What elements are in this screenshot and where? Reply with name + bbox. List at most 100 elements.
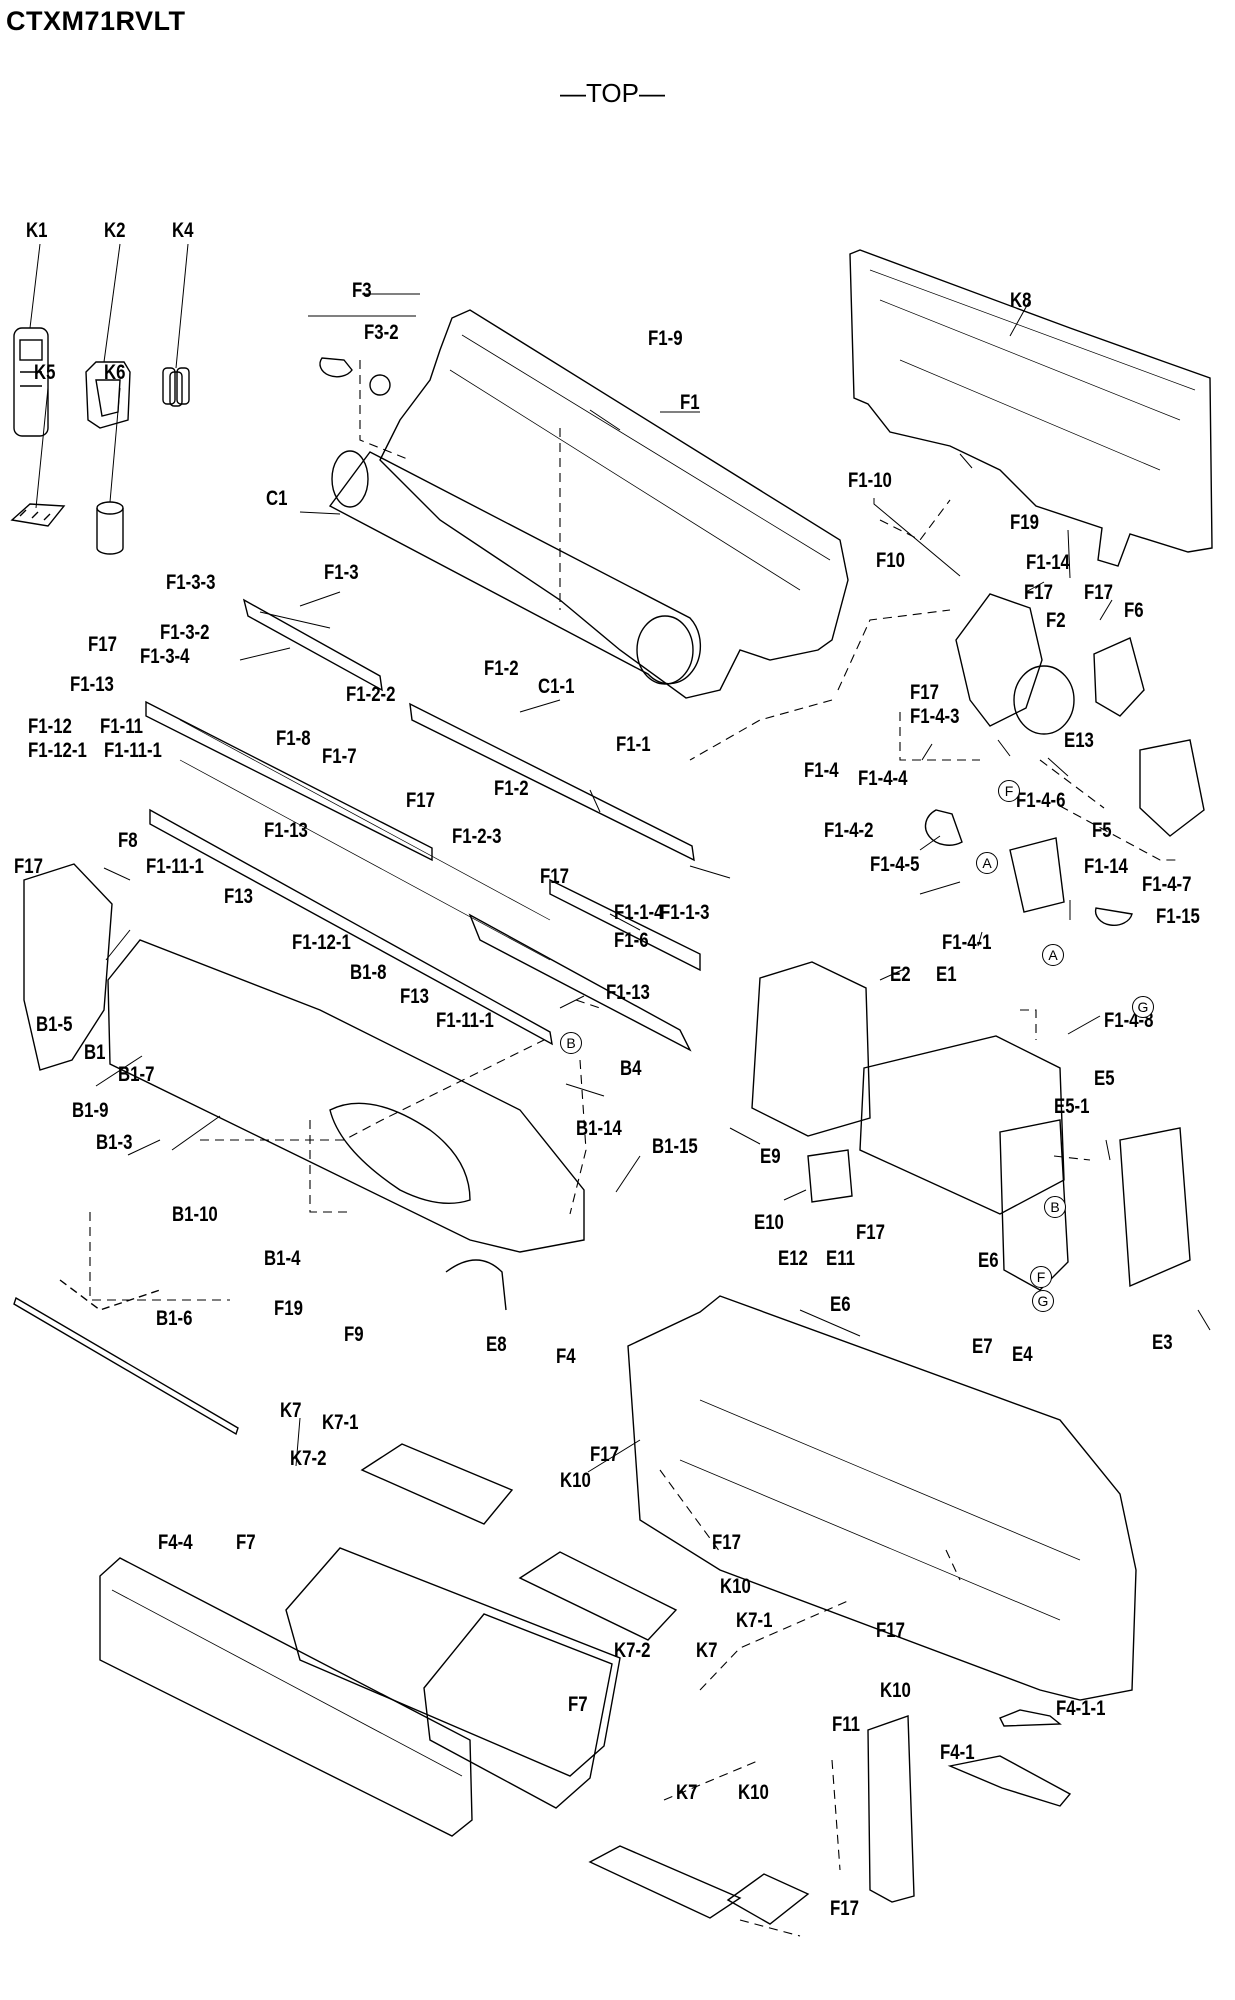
part-label-b4: B4	[620, 1057, 642, 1080]
front-grille-drawing	[627, 1295, 1137, 1701]
part-label-f6a: F6	[1124, 599, 1144, 622]
part-label-f1-3-4: F1-3-4	[140, 645, 190, 668]
part-label-f17f: F17	[540, 865, 569, 888]
part-label-f1-2-2: F1-2-2	[346, 683, 396, 706]
part-label-b1-7: B1-7	[118, 1063, 155, 1086]
connector-marker-b: B	[1044, 1196, 1066, 1218]
part-label-f17a: F17	[1024, 581, 1053, 604]
part-label-e6b: E6	[830, 1293, 851, 1316]
part-label-f17g: F17	[14, 855, 43, 878]
part-label-f1-14b: F1-14	[1084, 855, 1128, 878]
part-label-f1-7: F1-7	[322, 745, 357, 768]
part-label-f7b: F7	[568, 1693, 588, 1716]
part-label-f1-11-1c: F1-11-1	[436, 1009, 494, 1032]
part-label-f19b: F19	[274, 1297, 303, 1320]
part-label-e5: E5	[1094, 1067, 1115, 1090]
part-label-e5-1: E5-1	[1054, 1095, 1090, 1118]
part-label-f1-3: F1-3	[324, 561, 359, 584]
part-label-f17b: F17	[1084, 581, 1113, 604]
part-label-f1-4-6: F1-4-6	[1016, 789, 1066, 812]
part-label-e12: E12	[778, 1247, 808, 1270]
part-label-f17d: F17	[910, 681, 939, 704]
part-label-f1-2a: F1-2	[494, 777, 529, 800]
part-label-f8: F8	[118, 829, 138, 852]
part-label-b1-5: B1-5	[36, 1013, 73, 1036]
part-label-f1-4-1: F1-4-1	[942, 931, 992, 954]
part-label-f1-4-5: F1-4-5	[870, 853, 920, 876]
part-label-f1: F1	[680, 391, 700, 414]
part-label-e6a: E6	[978, 1249, 999, 1272]
part-label-f3: F3	[352, 279, 372, 302]
connector-marker-g: G	[1032, 1290, 1054, 1312]
part-label-f11: F11	[832, 1713, 861, 1736]
part-label-k7-1b: K7-1	[736, 1609, 773, 1632]
part-label-f17c: F17	[88, 633, 117, 656]
batteries-drawing	[162, 367, 190, 407]
part-label-f9: F9	[344, 1323, 364, 1346]
part-label-e8: E8	[486, 1333, 507, 1356]
connector-marker-b: B	[560, 1032, 582, 1054]
part-label-k10b: K10	[720, 1575, 751, 1598]
connector-marker-a: A	[1042, 944, 1064, 966]
callout-lines	[29, 243, 1211, 1473]
part-label-f1-12-1b: F1-12-1	[292, 931, 351, 954]
part-label-k2: K2	[104, 219, 126, 242]
part-label-f1-11-1a: F1-11-1	[104, 739, 162, 762]
part-label-b1-10: B1-10	[172, 1203, 218, 1226]
part-label-f1-11: F1-11	[100, 715, 143, 738]
connector-marker-f: F	[1030, 1266, 1052, 1288]
main-frame-drawing	[379, 309, 849, 699]
part-label-f1-1: F1-1	[616, 733, 651, 756]
part-label-f1-15: F1-15	[1156, 905, 1200, 928]
part-label-f1-4-3: F1-4-3	[910, 705, 960, 728]
front-panel-drawing	[99, 1557, 473, 1837]
part-label-f19a: F19	[1010, 511, 1039, 534]
part-label-f13a: F13	[224, 885, 253, 908]
part-label-f1-13c: F1-13	[606, 981, 650, 1004]
part-label-b1-15: B1-15	[652, 1135, 698, 1158]
part-label-k10a: K10	[560, 1469, 591, 1492]
part-label-k7-2a: K7-2	[290, 1447, 327, 1470]
part-label-f1-3-2: F1-3-2	[160, 621, 210, 644]
part-label-b1-14: B1-14	[576, 1117, 622, 1140]
part-label-f1-6: F1-6	[614, 929, 649, 952]
remote-controller-drawing	[13, 327, 49, 437]
part-label-f17e: F17	[406, 789, 435, 812]
part-label-f7a: F7	[236, 1531, 256, 1554]
part-label-f1-4-2: F1-4-2	[824, 819, 874, 842]
part-label-b1-3: B1-3	[96, 1131, 133, 1154]
part-label-e9: E9	[760, 1145, 781, 1168]
part-label-f1-14a: F1-14	[1026, 551, 1070, 574]
part-label-f3-2: F3-2	[364, 321, 399, 344]
cross-flow-fan-drawing	[328, 450, 702, 685]
part-label-e7: E7	[972, 1335, 993, 1358]
part-label-f1-4-4: F1-4-4	[858, 767, 908, 790]
part-label-k7c: K7	[676, 1781, 698, 1804]
part-label-f17k: F17	[876, 1619, 905, 1642]
part-label-e4: E4	[1012, 1343, 1033, 1366]
part-label-f1-12: F1-12	[28, 715, 72, 738]
part-label-k10d: K10	[738, 1781, 769, 1804]
connector-marker-a: A	[976, 852, 998, 874]
part-label-e10: E10	[754, 1211, 784, 1234]
part-label-f1-8: F1-8	[276, 727, 311, 750]
part-label-f1-4-7: F1-4-7	[1142, 873, 1192, 896]
part-label-k7-1a: K7-1	[322, 1411, 359, 1434]
part-label-f1-12-1a: F1-12-1	[28, 739, 87, 762]
part-label-f1-2: F1-2	[484, 657, 519, 680]
part-label-b1-6: B1-6	[156, 1307, 193, 1330]
part-label-f2: F2	[1046, 609, 1066, 632]
part-label-f1-13b: F1-13	[264, 819, 308, 842]
insulation-roll-drawing	[96, 501, 124, 555]
part-label-e3: E3	[1152, 1331, 1173, 1354]
part-label-f1-3-3: F1-3-3	[166, 571, 216, 594]
model-number: CTXM71RVLT	[6, 6, 186, 36]
part-label-k7b: K7	[696, 1639, 718, 1662]
part-label-c1: C1	[266, 487, 288, 510]
part-label-f1-11-1b: F1-11-1	[146, 855, 204, 878]
part-label-f1-10: F1-10	[848, 469, 892, 492]
part-label-f1-1-3: F1-1-3	[660, 901, 710, 924]
part-label-e11: E11	[826, 1247, 855, 1270]
part-label-e1: E1	[936, 963, 957, 986]
